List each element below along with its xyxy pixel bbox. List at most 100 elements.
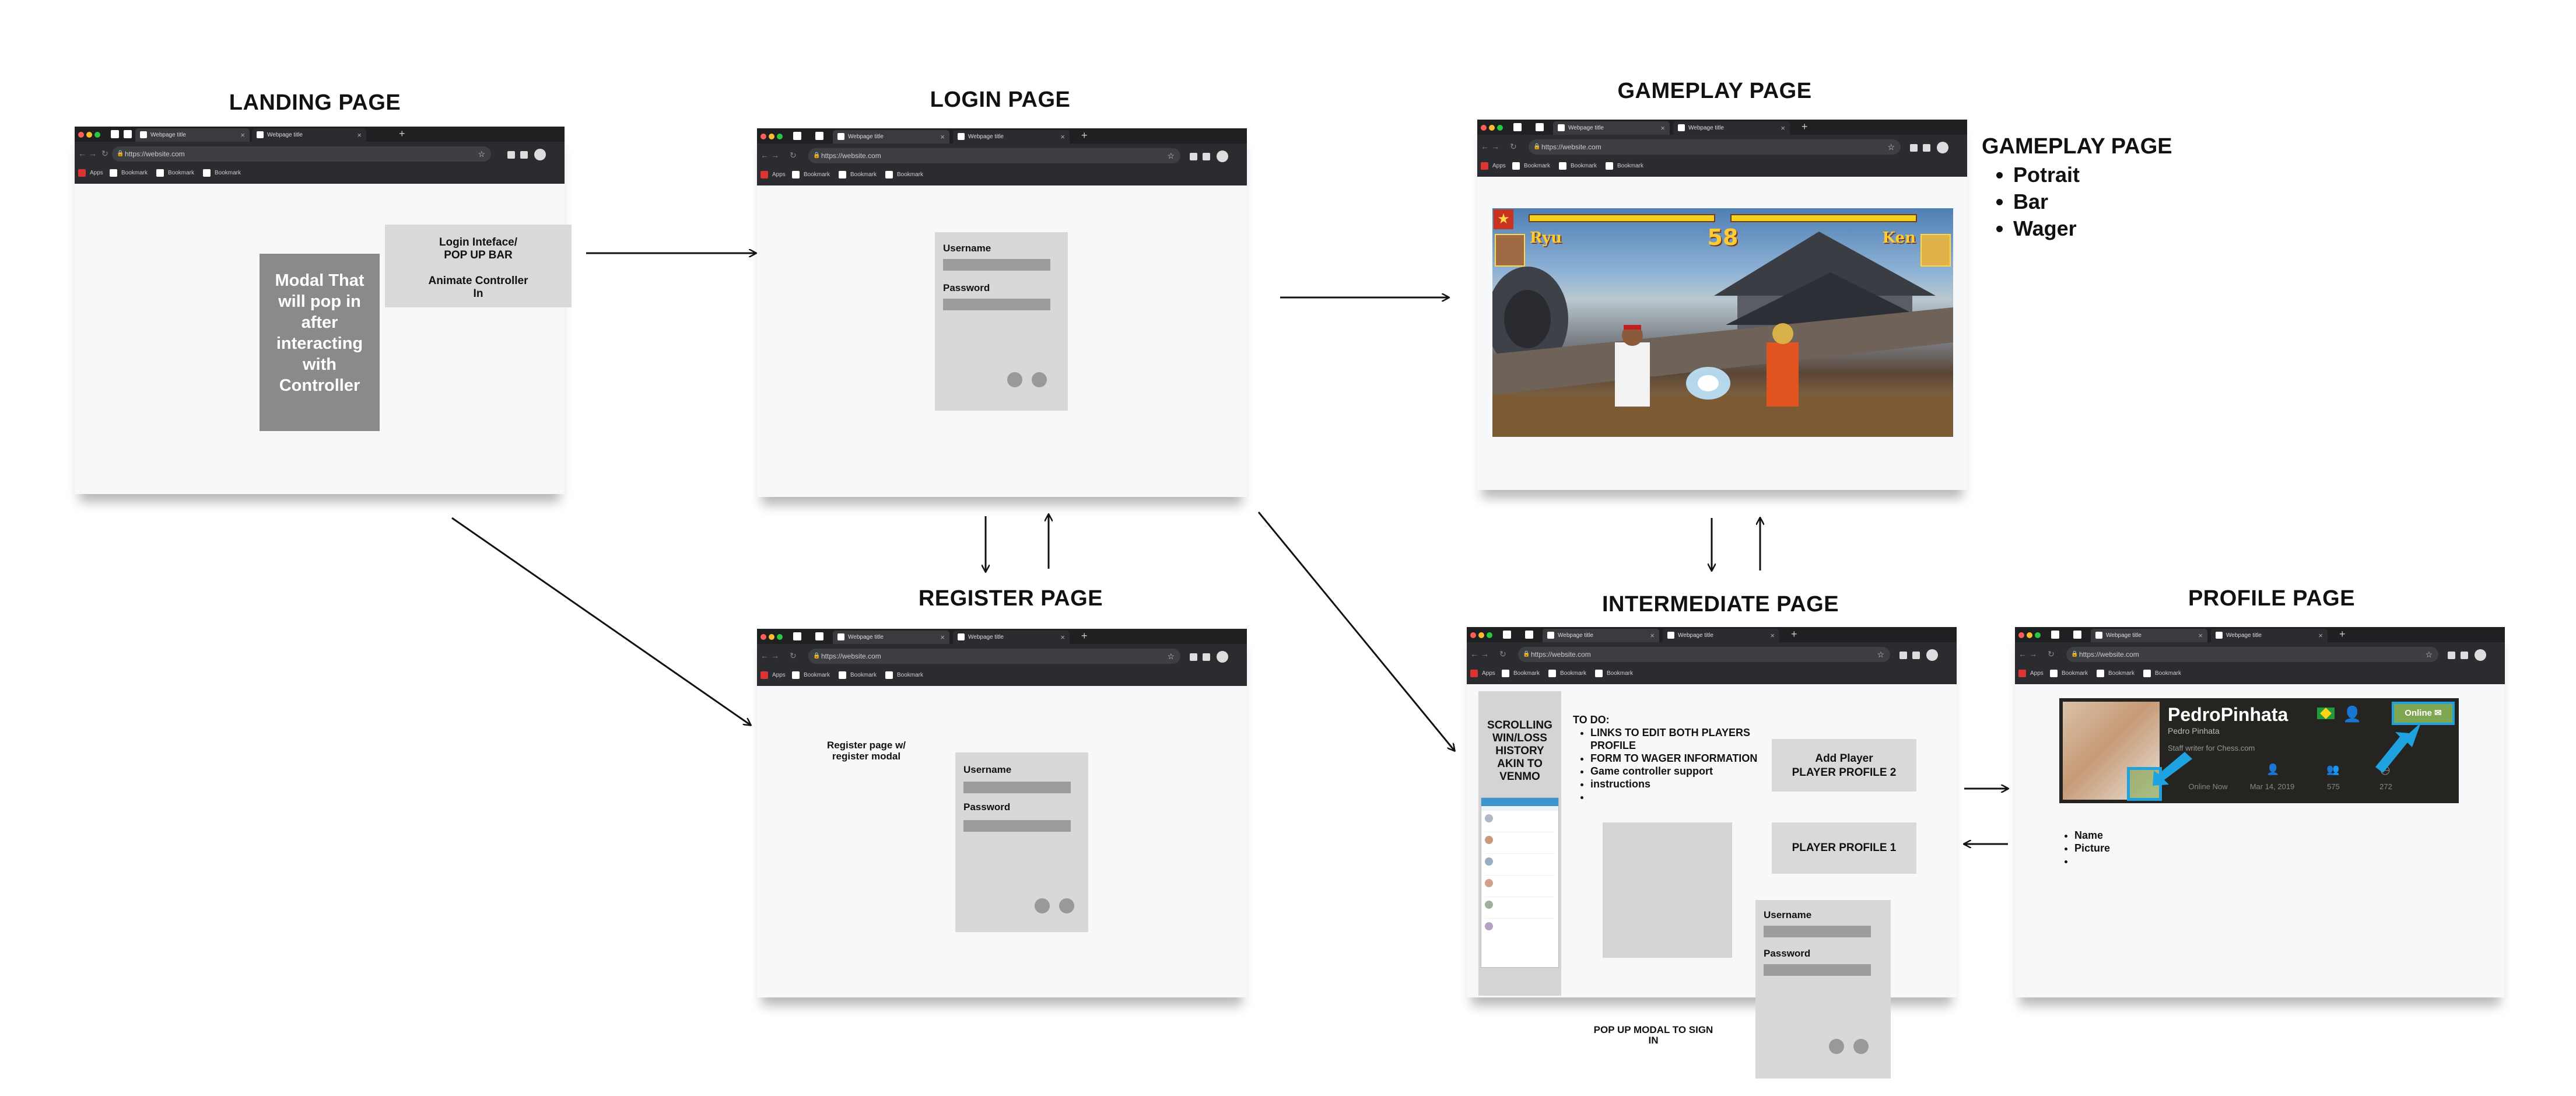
browser-tab-active[interactable]: Webpage title×: [833, 631, 949, 644]
reload-icon[interactable]: ↻: [1510, 142, 1517, 151]
apps-bookmark[interactable]: Apps: [2018, 670, 2044, 678]
reload-icon[interactable]: ↻: [101, 149, 108, 158]
reload-icon[interactable]: ↻: [790, 651, 797, 660]
back-icon[interactable]: ←: [1470, 649, 1478, 659]
back-icon[interactable]: ←: [1481, 142, 1489, 151]
bookmark[interactable]: Bookmark: [2097, 670, 2135, 678]
bookmark[interactable]: Bookmark: [203, 169, 241, 177]
cancel-button[interactable]: [1032, 372, 1047, 387]
address-bar[interactable]: 🔒https://website.com☆: [1529, 139, 1901, 155]
new-tab-icon[interactable]: +: [1791, 628, 1797, 640]
username-field[interactable]: [963, 782, 1071, 793]
username-field[interactable]: [943, 259, 1050, 271]
star-icon[interactable]: ☆: [1877, 650, 1884, 659]
back-icon[interactable]: ←: [760, 150, 769, 160]
password-field[interactable]: [1764, 964, 1871, 976]
bookmark[interactable]: Bookmark: [885, 671, 923, 680]
bookmark[interactable]: Bookmark: [792, 171, 830, 179]
profile-avatar[interactable]: [1937, 142, 1948, 153]
bookmark[interactable]: Bookmark: [792, 671, 830, 680]
star-icon[interactable]: ☆: [2425, 650, 2433, 659]
username-field[interactable]: [1764, 926, 1871, 937]
todo-item: Game controller support: [1590, 765, 1777, 778]
forward-icon[interactable]: →: [89, 149, 97, 158]
back-icon[interactable]: ←: [2018, 649, 2027, 659]
new-tab-icon[interactable]: +: [399, 128, 405, 139]
forward-icon[interactable]: →: [1481, 649, 1489, 659]
bookmark[interactable]: Bookmark: [2050, 670, 2088, 678]
profile-avatar[interactable]: [1217, 651, 1228, 663]
browser-tab-active[interactable]: Webpage title×: [2091, 629, 2207, 642]
forward-icon[interactable]: →: [2029, 649, 2037, 659]
gameplay-notes-list: Potrait Bar Wager: [1982, 162, 2172, 242]
bookmark[interactable]: Bookmark: [2143, 670, 2181, 678]
bookmark[interactable]: Bookmark: [1548, 670, 1586, 678]
register-button[interactable]: [1035, 898, 1050, 913]
browser-tab[interactable]: Webpage title×: [953, 130, 1070, 143]
browser-tab[interactable]: Webpage title×: [953, 631, 1070, 644]
browser-chrome: Webpage title× Webpage title× + ← → ↻ 🔒h…: [75, 127, 565, 184]
password-field[interactable]: [963, 820, 1071, 832]
forward-icon[interactable]: →: [771, 150, 779, 160]
new-tab-icon[interactable]: +: [1081, 129, 1088, 141]
profile-avatar[interactable]: [1926, 649, 1938, 661]
browser-tab-active[interactable]: Webpage title×: [833, 130, 949, 143]
star-icon[interactable]: ☆: [1167, 652, 1175, 661]
bookmark[interactable]: Bookmark: [1559, 162, 1597, 170]
forward-icon[interactable]: →: [1491, 142, 1499, 151]
star-icon[interactable]: ☆: [478, 149, 485, 159]
cancel-button[interactable]: [1059, 898, 1074, 913]
browser-tab-active[interactable]: Webpage title×: [135, 128, 250, 142]
history-column[interactable]: SCROLLING WIN/LOSS HISTORY AKIN TO VENMO: [1478, 691, 1561, 996]
cancel-button[interactable]: [1853, 1039, 1869, 1054]
new-tab-icon[interactable]: +: [1802, 121, 1808, 132]
address-bar[interactable]: 🔒https://website.com☆: [112, 146, 491, 162]
bookmark[interactable]: Bookmark: [1595, 670, 1633, 678]
login-button[interactable]: [1007, 372, 1022, 387]
bookmark[interactable]: Bookmark: [1512, 162, 1550, 170]
address-bar[interactable]: 🔒https://website.com☆: [1518, 647, 1890, 662]
star-icon[interactable]: ☆: [1167, 151, 1175, 160]
login-button[interactable]: [1829, 1039, 1844, 1054]
address-bar[interactable]: 🔒https://website.com☆: [2066, 647, 2438, 662]
address-bar[interactable]: 🔒https://website.com☆: [808, 148, 1180, 163]
profile-avatar[interactable]: [2475, 649, 2486, 661]
password-field[interactable]: [943, 299, 1050, 310]
todo-title: TO DO:: [1573, 714, 1610, 726]
bookmark[interactable]: Bookmark: [1606, 162, 1643, 170]
browser-tab[interactable]: Webpage title×: [252, 128, 366, 142]
apps-bookmark[interactable]: Apps: [1470, 670, 1495, 678]
bookmark[interactable]: Bookmark: [110, 169, 148, 177]
reload-icon[interactable]: ↻: [2048, 649, 2055, 659]
reload-icon[interactable]: ↻: [790, 150, 797, 160]
forward-icon[interactable]: →: [771, 651, 779, 660]
online-status-button[interactable]: Online ✉: [2392, 702, 2455, 725]
browser-tab-active[interactable]: Webpage title×: [1553, 121, 1670, 135]
profile-avatar[interactable]: [534, 149, 546, 160]
apps-bookmark[interactable]: Apps: [78, 169, 103, 177]
back-icon[interactable]: ←: [78, 149, 86, 158]
browser-tab[interactable]: Webpage title×: [1673, 121, 1790, 135]
apps-bookmark[interactable]: Apps: [760, 171, 786, 179]
new-tab-icon[interactable]: +: [2339, 628, 2346, 640]
bookmark[interactable]: Bookmark: [1502, 670, 1540, 678]
browser-tab-active[interactable]: Webpage title×: [1543, 629, 1659, 642]
bookmark[interactable]: Bookmark: [839, 171, 877, 179]
player-profile-1-button[interactable]: PLAYER PROFILE 1: [1772, 822, 1916, 874]
apps-bookmark[interactable]: Apps: [760, 671, 786, 680]
bookmark[interactable]: Bookmark: [839, 671, 877, 680]
apps-bookmark[interactable]: Apps: [1481, 162, 1506, 170]
star-icon[interactable]: ☆: [1887, 142, 1895, 152]
register-browser-window: Webpage title× Webpage title× + ← → ↻ 🔒h…: [757, 629, 1247, 997]
reload-icon[interactable]: ↻: [1499, 649, 1506, 659]
address-bar[interactable]: 🔒https://website.com☆: [808, 649, 1180, 664]
add-player-button[interactable]: Add Player PLAYER PROFILE 2: [1772, 739, 1916, 792]
profile-avatar[interactable]: [1217, 150, 1228, 162]
bookmark[interactable]: Bookmark: [885, 171, 923, 179]
back-icon[interactable]: ←: [760, 651, 769, 660]
browser-tab[interactable]: Webpage title×: [2211, 629, 2328, 642]
new-tab-icon[interactable]: +: [1081, 630, 1088, 642]
password-label: Password: [943, 282, 990, 293]
browser-tab[interactable]: Webpage title×: [1663, 629, 1779, 642]
bookmark[interactable]: Bookmark: [156, 169, 194, 177]
